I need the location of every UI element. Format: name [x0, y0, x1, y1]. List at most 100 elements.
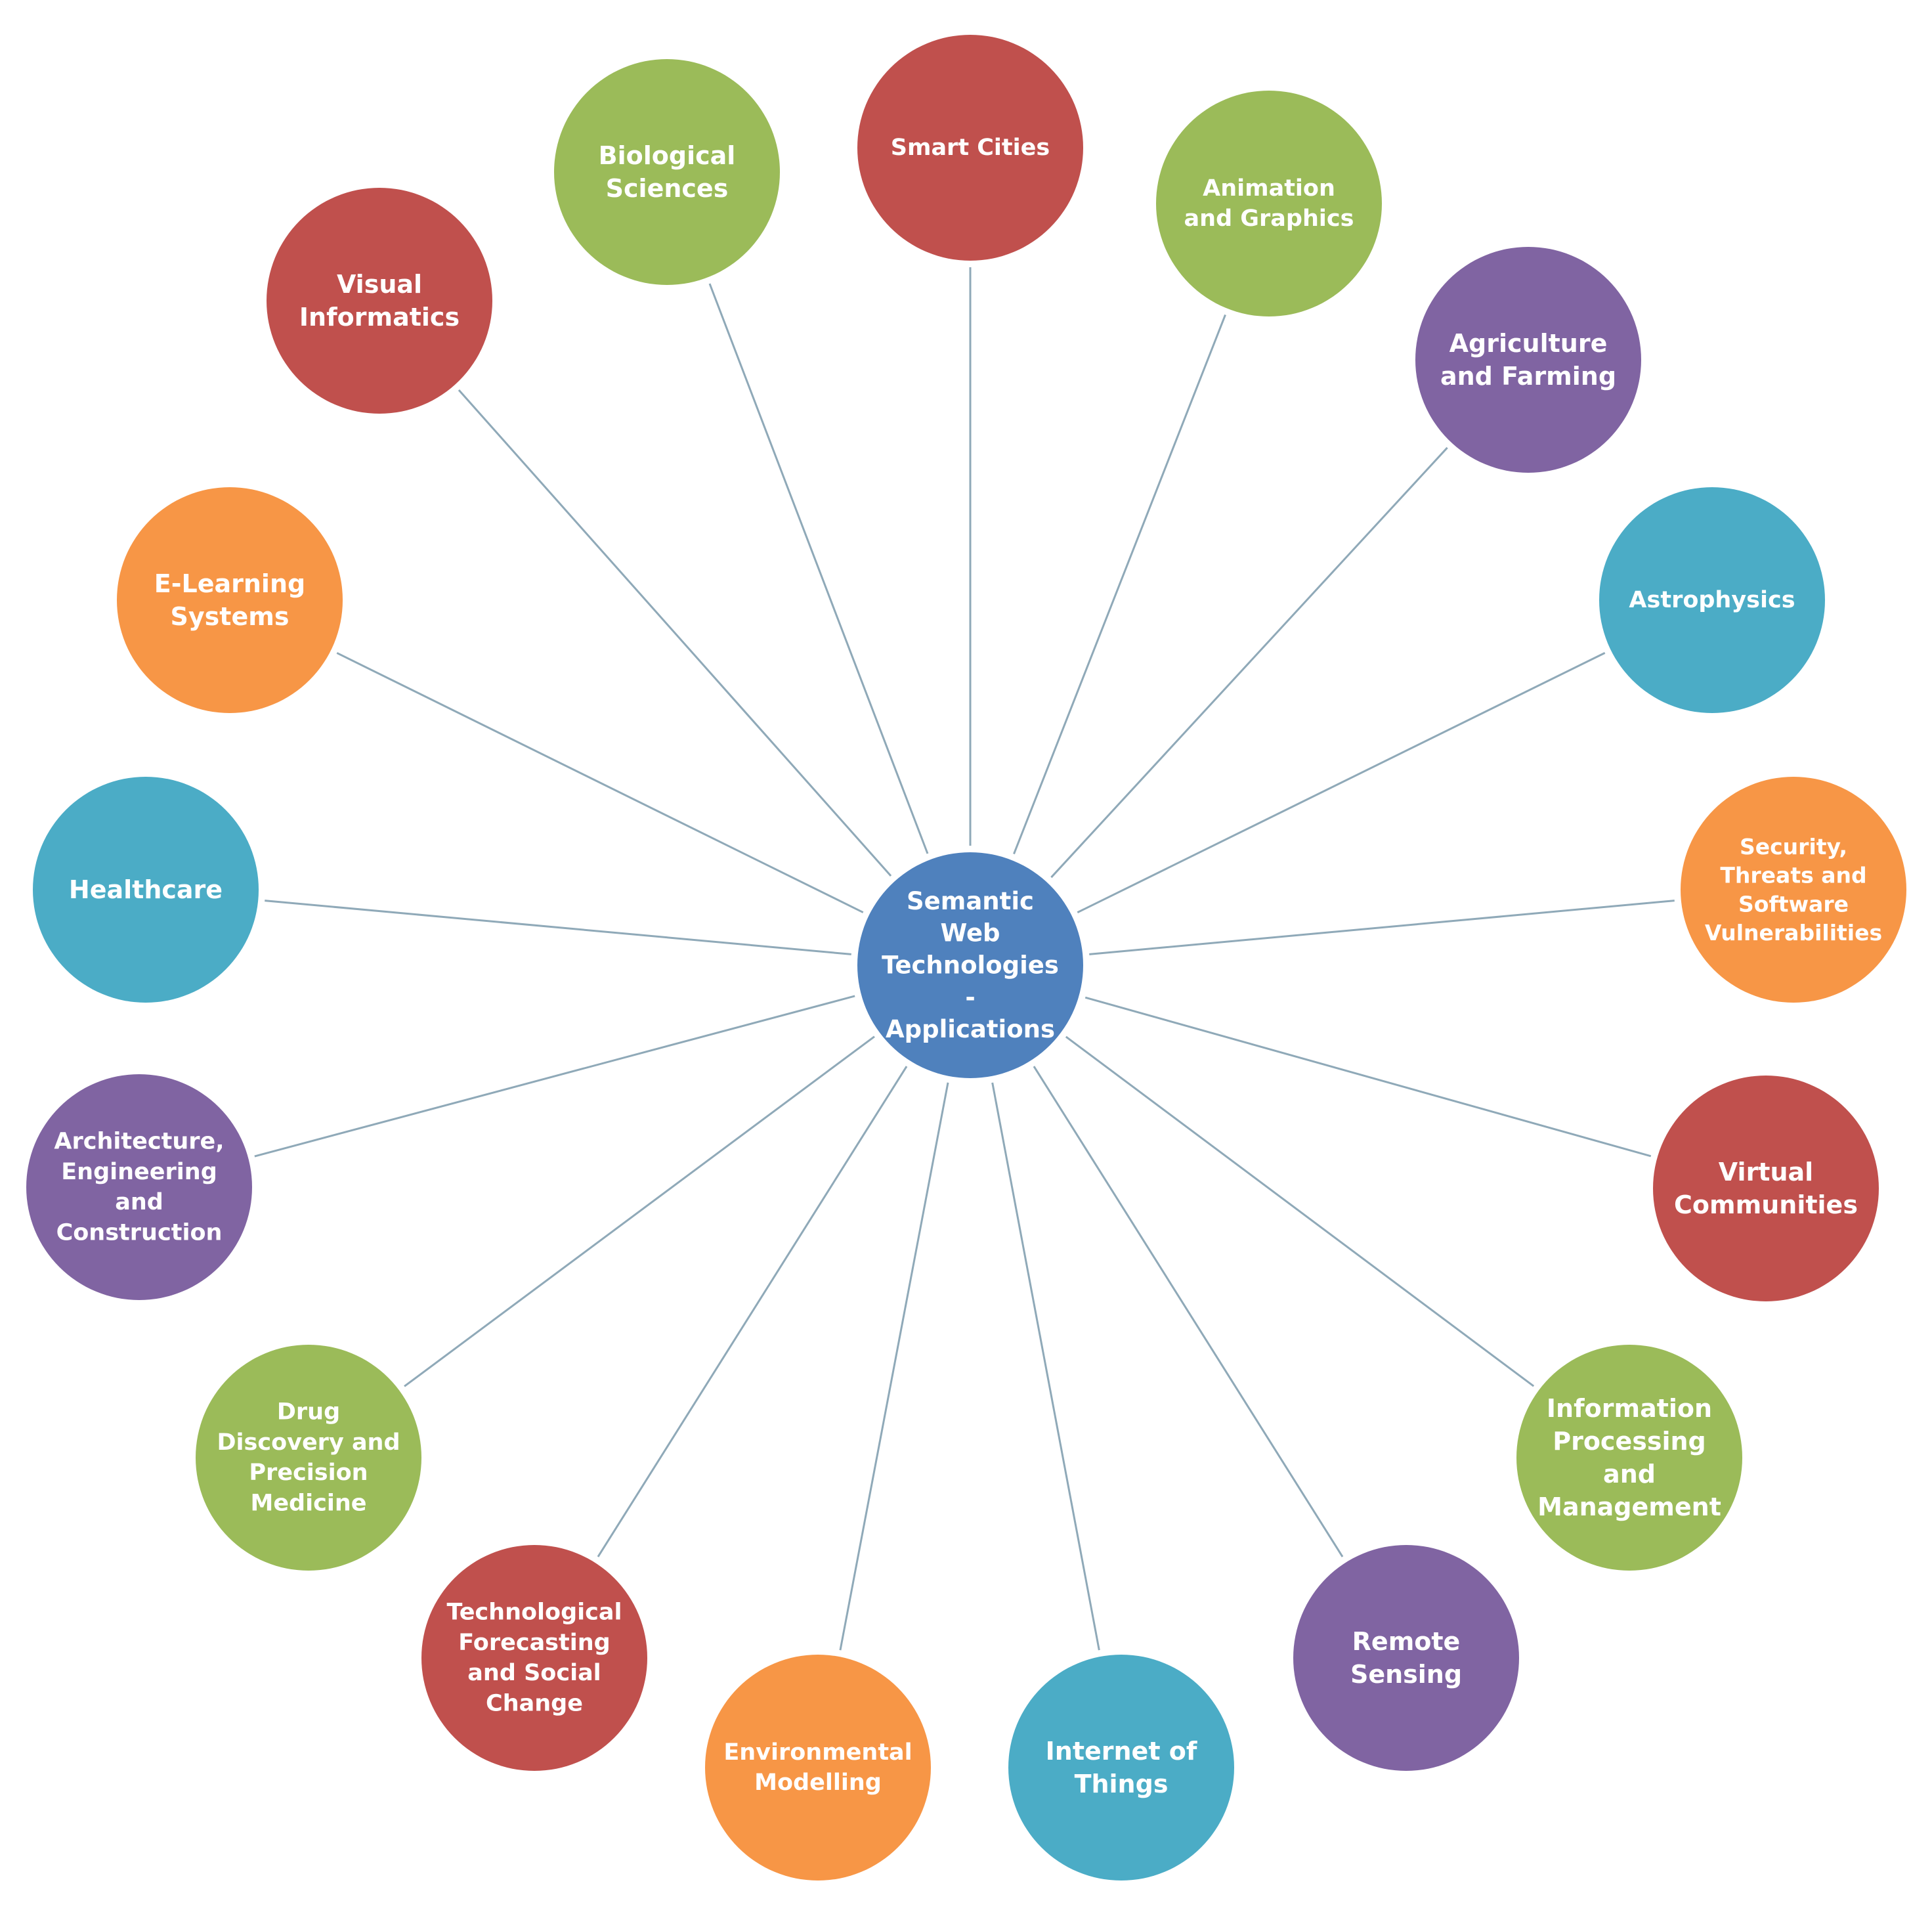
node-label-visual-informatics-line: Informatics — [299, 303, 460, 332]
node-label-virtual-communities-line: Virtual — [1719, 1158, 1813, 1186]
node-label-drug-discovery-line: Precision — [249, 1460, 368, 1486]
spoke-internet-of-things — [991, 1082, 1100, 1651]
node-label-biological-sciences-line: Sciences — [606, 174, 729, 203]
node-label-technological-forecasting-line: Forecasting — [458, 1630, 610, 1656]
spoke-security-threats — [1089, 900, 1675, 955]
node-label-animation-and-graphics-line: and Graphics — [1184, 206, 1354, 232]
node-astrophysics: Astrophysics — [1599, 487, 1825, 713]
node-label-remote-sensing-line: Remote — [1352, 1627, 1461, 1656]
node-circle-healthcare — [33, 777, 259, 1003]
node-circle-visual-informatics — [267, 188, 492, 414]
center-label-line: - — [965, 983, 975, 1011]
spoke-drug-discovery — [404, 1035, 875, 1387]
spoke-astrophysics — [1077, 652, 1606, 913]
node-label-information-processing-line: and — [1603, 1460, 1656, 1489]
node-label-architecture-engineering-line: Construction — [56, 1219, 223, 1246]
node-label-security-threats-line: Vulnerabilities — [1705, 920, 1882, 946]
node-label-e-learning-systems-line: E-Learning — [154, 569, 305, 598]
spoke-remote-sensing — [1033, 1066, 1344, 1557]
node-label-drug-discovery-line: Drug — [277, 1399, 340, 1425]
node-circle-biological-sciences — [554, 59, 780, 285]
spoke-architecture-engineering — [254, 995, 855, 1158]
node-label-virtual-communities-line: Communities — [1674, 1190, 1858, 1219]
node-circle-technological-forecasting — [421, 1545, 647, 1771]
node-circle-information-processing — [1516, 1345, 1742, 1571]
spoke-agriculture-and-farming — [1050, 446, 1448, 879]
node-circle-astrophysics — [1599, 487, 1825, 713]
node-label-environmental-modelling-line: Environmental — [723, 1739, 912, 1766]
node-label-security-threats-line: Software — [1738, 891, 1849, 917]
node-label-smart-cities-line: Smart Cities — [891, 135, 1050, 161]
node-label-remote-sensing-line: Sensing — [1350, 1660, 1462, 1689]
node-label-drug-discovery-line: Medicine — [250, 1490, 366, 1516]
node-label-agriculture-and-farming-line: Agriculture — [1449, 329, 1608, 358]
node-label-e-learning-systems-line: Systems — [171, 602, 290, 631]
spokes — [254, 267, 1675, 1651]
node-circle-architecture-engineering — [26, 1074, 252, 1300]
node-label-information-processing-line: Processing — [1553, 1427, 1706, 1456]
node-smart-cities: Smart Cities — [857, 35, 1083, 261]
node-circle-animation-and-graphics — [1156, 91, 1382, 316]
node-label-security-threats-line: Security, — [1740, 834, 1847, 859]
node-circle-internet-of-things — [1008, 1655, 1234, 1881]
node-label-technological-forecasting-line: Change — [486, 1690, 583, 1716]
node-label-animation-and-graphics-line: Animation — [1203, 175, 1335, 202]
center-label-line: Semantic — [907, 887, 1034, 915]
node-label-agriculture-and-farming-line: and Farming — [1440, 362, 1616, 391]
spoke-environmental-modelling — [839, 1082, 949, 1651]
node-label-internet-of-things-line: Things — [1075, 1770, 1169, 1798]
spoke-virtual-communities — [1084, 996, 1652, 1158]
node-label-architecture-engineering-line: Engineering — [61, 1159, 217, 1185]
node-security-threats: Security, Threats andSoftwareVulnerabilit… — [1681, 777, 1906, 1003]
node-agriculture-and-farming: Agriculture and Farming — [1415, 247, 1641, 473]
spoke-visual-informatics — [458, 389, 892, 877]
node-circle-drug-discovery — [196, 1345, 421, 1571]
spoke-e-learning-systems — [336, 652, 864, 913]
node-label-astrophysics-line: Astrophysics — [1629, 587, 1795, 613]
node-circle-virtual-communities — [1653, 1076, 1879, 1301]
node-label-information-processing-line: Management — [1537, 1492, 1721, 1521]
node-label-information-processing-line: Information — [1547, 1394, 1712, 1423]
node-label-biological-sciences-line: Biological — [599, 141, 736, 170]
node-circle-agriculture-and-farming — [1415, 247, 1641, 473]
node-label-architecture-engineering-line: Architecture, — [54, 1129, 224, 1155]
node-circle-security-threats — [1681, 777, 1906, 1003]
spoke-healthcare — [265, 900, 851, 955]
node-animation-and-graphics: Animation and Graphics — [1156, 91, 1382, 316]
center-label-line: Web — [940, 919, 1000, 947]
node-label-architecture-engineering-line: and — [115, 1189, 163, 1215]
node-circle-e-learning-systems — [117, 487, 343, 713]
node-label-environmental-modelling-line: Modelling — [754, 1770, 882, 1796]
node-internet-of-things: Internet of Things — [1008, 1655, 1234, 1881]
spoke-technological-forecasting — [597, 1066, 908, 1557]
node-label-technological-forecasting-line: Technological — [446, 1599, 622, 1626]
node-label-security-threats-line: Threats and — [1720, 863, 1866, 888]
node-label-visual-informatics-line: Visual — [337, 270, 422, 299]
center-label-line: Applications — [886, 1015, 1055, 1043]
node-label-drug-discovery-line: Discovery and — [217, 1429, 400, 1456]
spoke-information-processing — [1065, 1035, 1535, 1387]
node-circle-smart-cities — [857, 35, 1083, 261]
node-circle-remote-sensing — [1293, 1545, 1519, 1771]
node-healthcare: Healthcare — [33, 777, 259, 1003]
node-circle-environmental-modelling — [705, 1655, 931, 1881]
node-label-internet-of-things-line: Internet of — [1046, 1737, 1197, 1766]
center-label-line: Technologies — [882, 951, 1059, 980]
center-circle — [857, 852, 1083, 1078]
node-label-technological-forecasting-line: and Social — [467, 1660, 601, 1686]
spoke-animation-and-graphics — [1013, 314, 1226, 855]
node-label-healthcare-line: Healthcare — [69, 875, 223, 904]
